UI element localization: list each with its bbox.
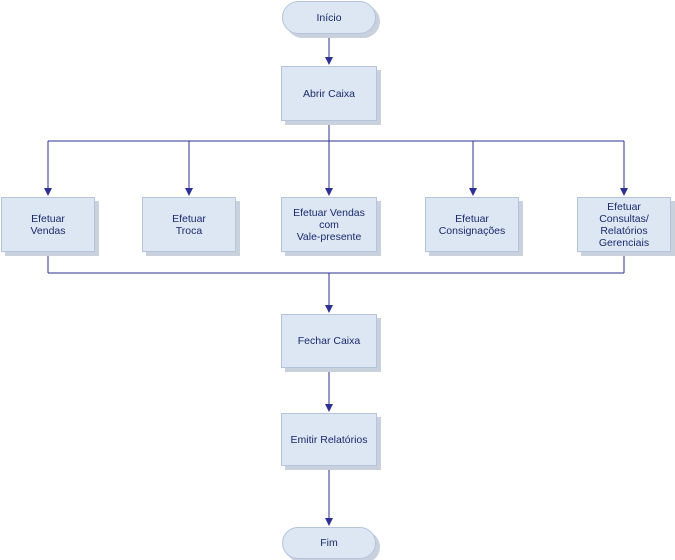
emitir-relatorios-node: Emitir Relatórios [281, 413, 377, 466]
abrir-caixa-node: Abrir Caixa [281, 66, 377, 121]
efetuar-consignacoes-node: Efetuar Consignações [425, 197, 519, 252]
efetuar-troca-node: Efetuar Troca [142, 197, 236, 252]
efetuar-vendas-node: Efetuar Vendas [1, 197, 95, 252]
efetuar-consultas-node: Efetuar Consultas/ Relatórios Gerenciais [577, 197, 671, 252]
fechar-caixa-node: Fechar Caixa [281, 314, 377, 368]
efetuar-vendas-vale-node: Efetuar Vendas com Vale-presente [281, 197, 377, 252]
start-node: Início [282, 1, 376, 34]
end-node: Fim [282, 527, 376, 559]
